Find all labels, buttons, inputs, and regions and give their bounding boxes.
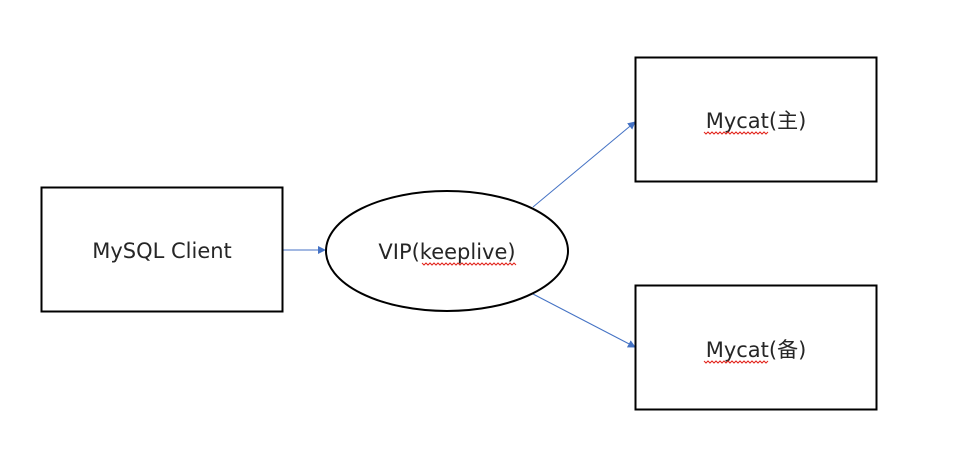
node-mycat-master-label: Mycat(主) bbox=[706, 109, 807, 133]
node-mycat-backup-box[interactable] bbox=[634, 284, 878, 411]
node-vip-ellipse[interactable] bbox=[325, 190, 569, 312]
node-mycat-master[interactable]: Mycat(主) bbox=[634, 56, 878, 183]
spellcheck-underline bbox=[421, 262, 517, 266]
edge-vip-to-mycat-backup[interactable] bbox=[532, 293, 636, 348]
node-vip-label: VIP(keeplive) bbox=[378, 240, 515, 264]
node-mysql-client[interactable]: MySQL Client bbox=[40, 186, 284, 313]
node-mycat-backup-label: Mycat(备) bbox=[706, 338, 807, 362]
edge-vip-to-mycat-master[interactable] bbox=[532, 121, 636, 208]
node-mysql-client-box[interactable] bbox=[40, 186, 284, 313]
spellcheck-underline bbox=[703, 360, 769, 364]
node-vip[interactable]: VIP(keeplive) bbox=[325, 190, 569, 312]
node-mysql-client-label: MySQL Client bbox=[92, 239, 232, 263]
node-mycat-backup[interactable]: Mycat(备) bbox=[634, 284, 878, 411]
node-mycat-master-box[interactable] bbox=[634, 56, 878, 183]
spellcheck-underline bbox=[703, 131, 769, 135]
